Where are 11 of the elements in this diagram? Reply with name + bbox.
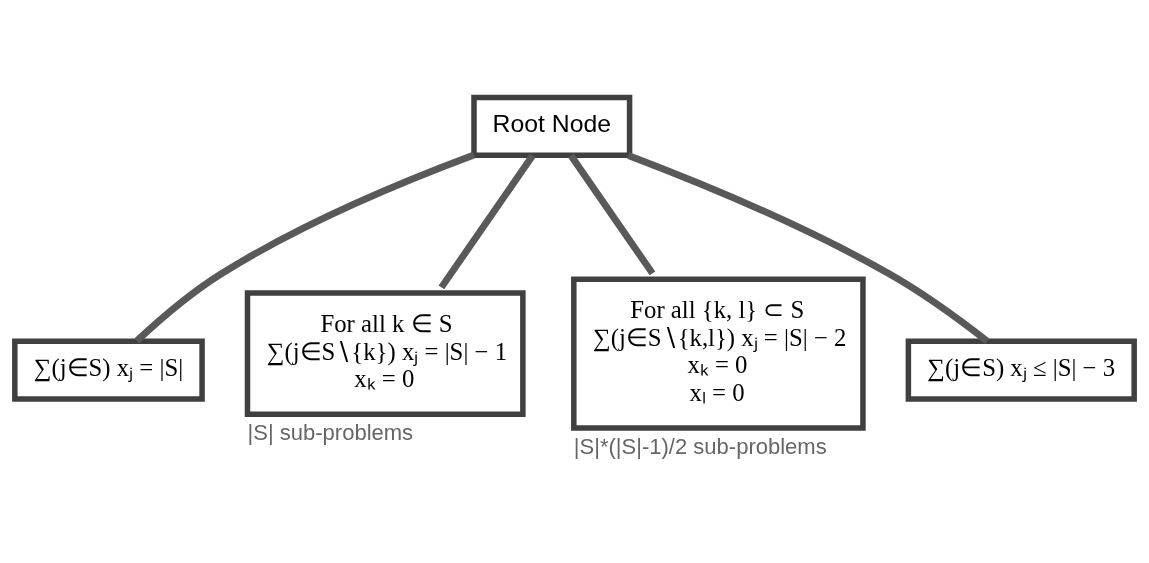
node-box: ∑(j∈S) xⱼ = |S|	[12, 337, 205, 402]
connector	[627, 151, 990, 344]
node-box: ∑(j∈S) xⱼ ≤ |S| − 3	[905, 337, 1137, 402]
connector	[134, 151, 476, 343]
node-label: |S|*(|S|-1)/2 sub-problems	[573, 433, 827, 459]
node-box: Root Node	[471, 94, 633, 158]
node-label: |S| sub-problems	[247, 419, 414, 445]
node-box: For all {k, l} ⊂ S ∑(j∈S∖{k,l}) xⱼ = |S| − 2 xₖ = 0 xₗ = 0	[571, 276, 866, 431]
connector	[438, 152, 536, 289]
connector	[568, 152, 656, 275]
node-box: For all k ∈ S ∑(j∈S∖{k}) xⱼ = |S| − 1 xₖ = 0	[244, 289, 526, 417]
